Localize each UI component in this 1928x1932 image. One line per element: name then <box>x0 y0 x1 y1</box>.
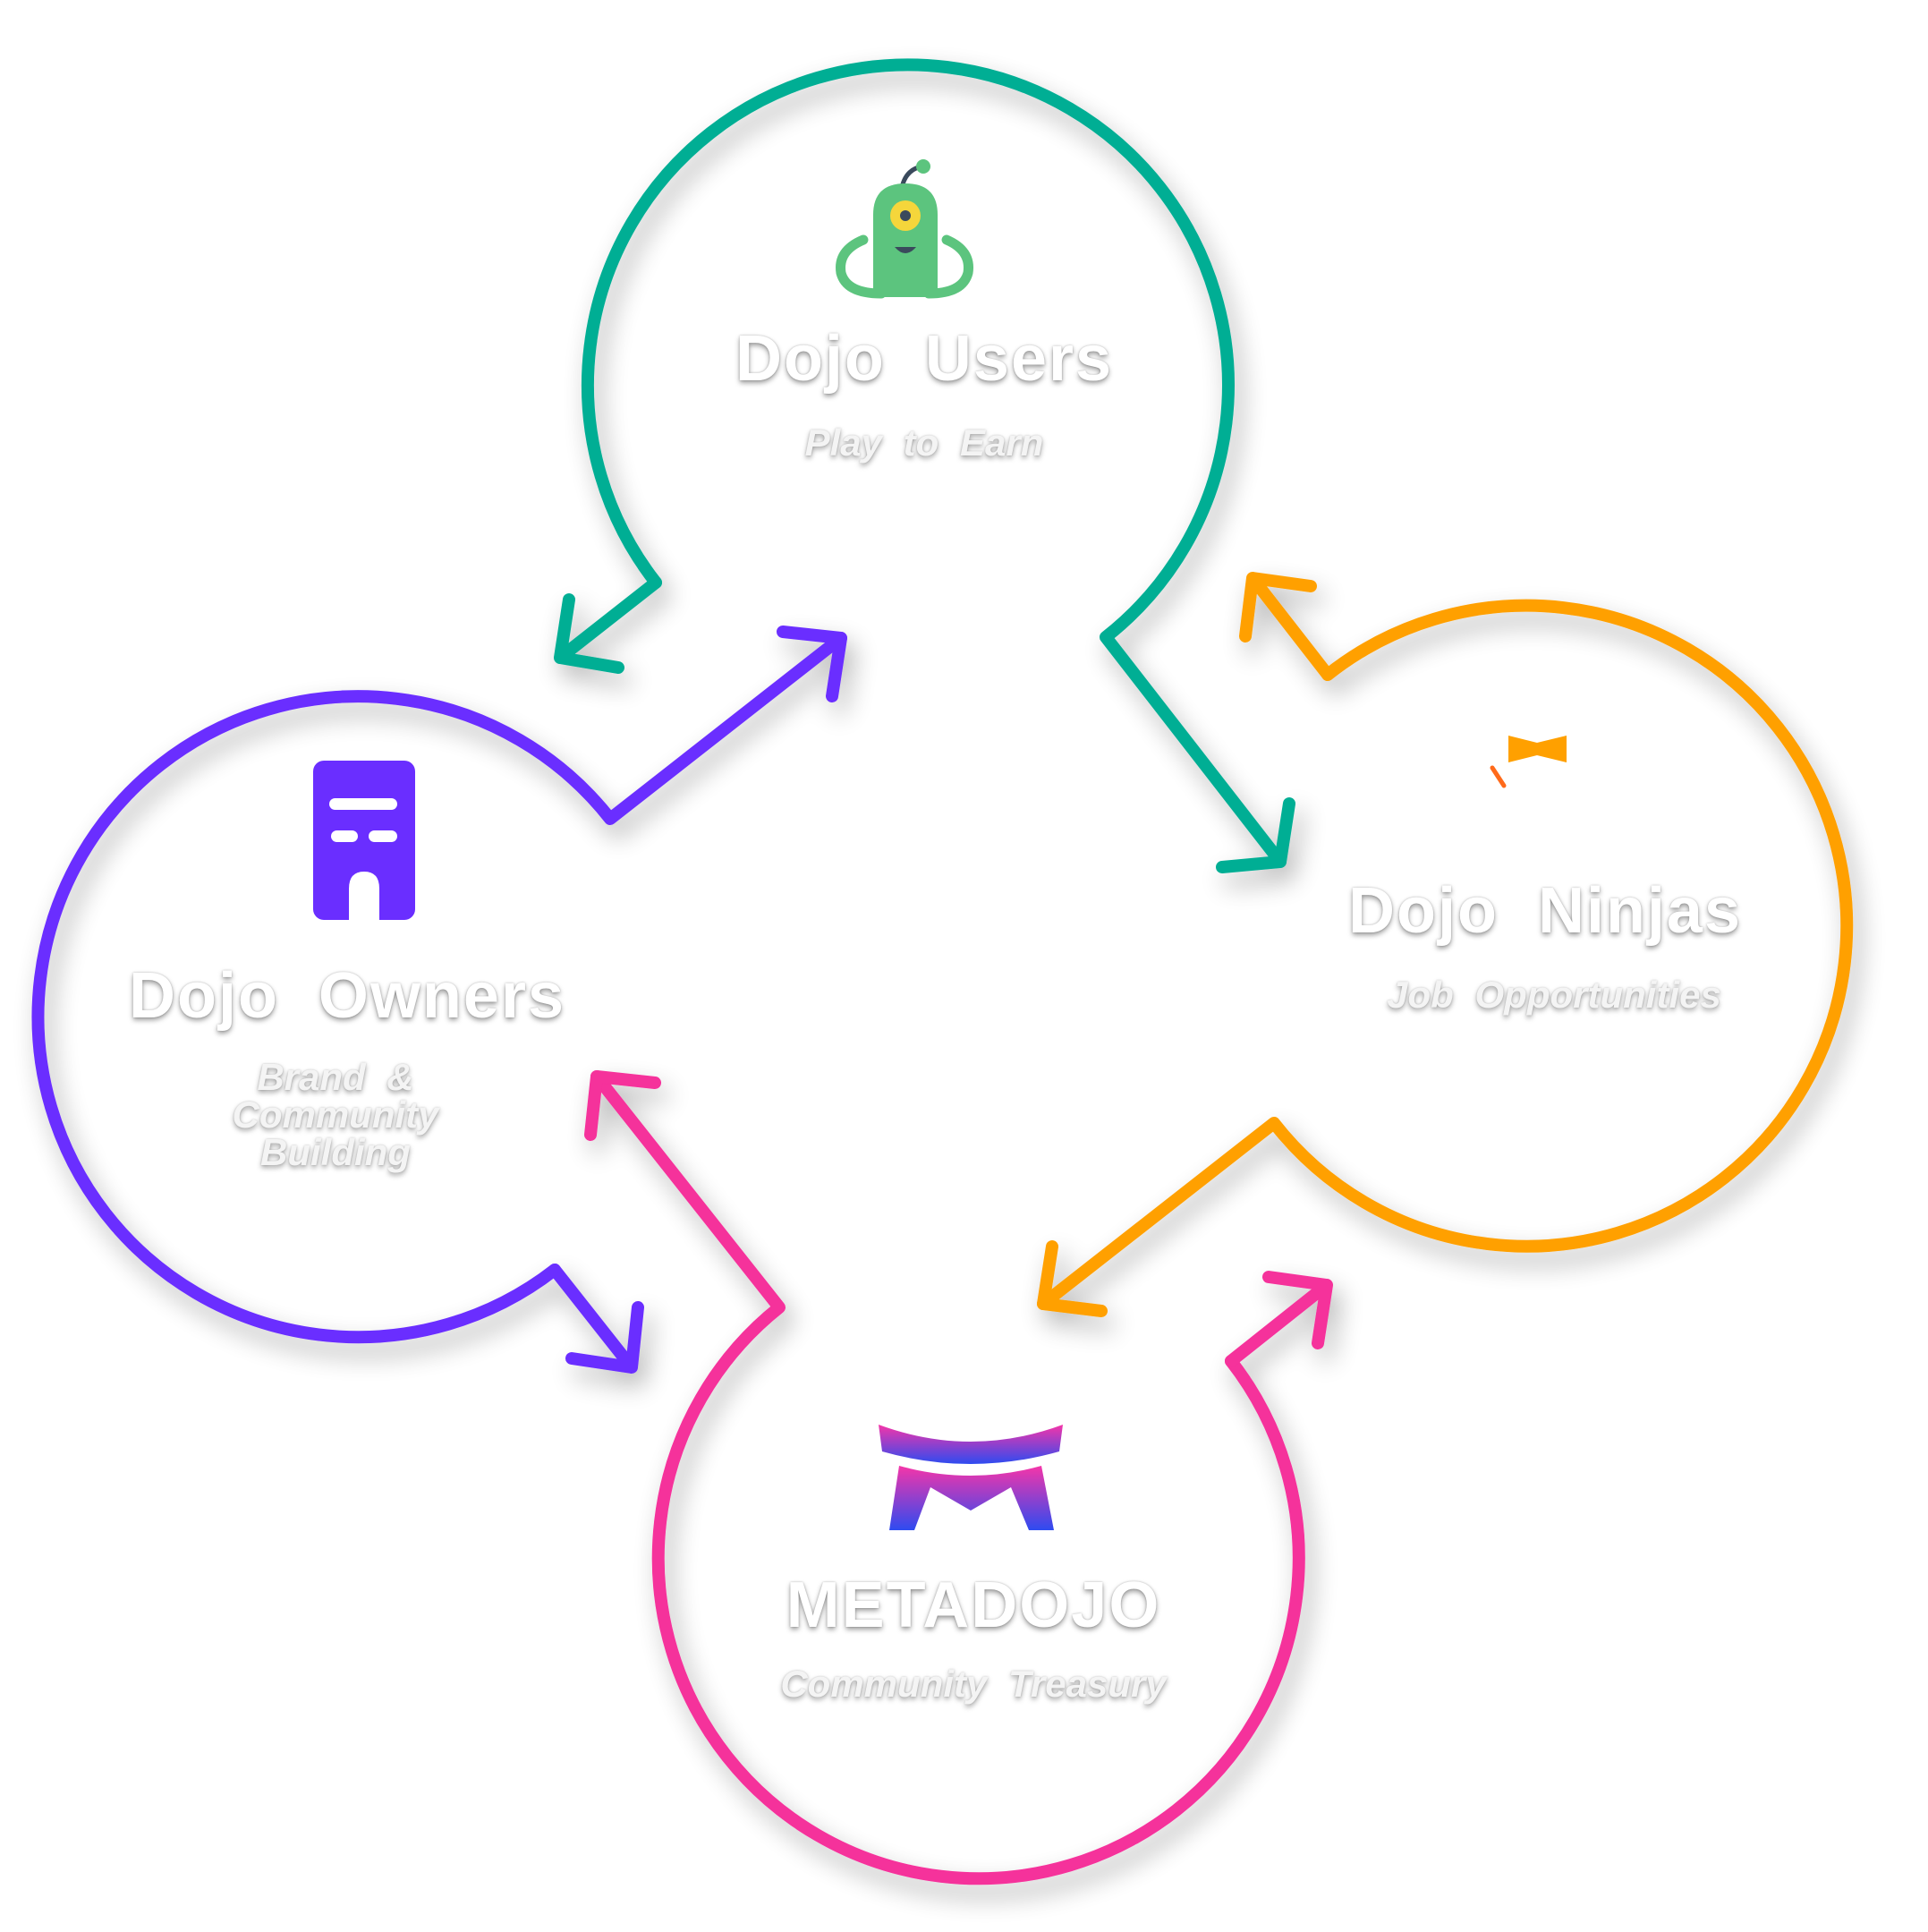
dojo-ninjas-subtitle: Job Opportunities <box>1387 974 1721 1016</box>
dojo-owners-arrow-down <box>548 1264 644 1374</box>
dojo-users-title: Dojo Users <box>735 323 1114 395</box>
metadojo-subtitle: Community Treasury <box>780 1663 1167 1705</box>
node-dojo-users <box>554 58 1295 873</box>
node-dojo-owners <box>31 626 847 1374</box>
dojo-users-outline <box>581 58 1287 868</box>
dojo-ninjas-title: Dojo Ninjas <box>1347 875 1743 947</box>
dojo-ninjas-arrow-down <box>1037 1240 1108 1317</box>
green-robot-icon <box>836 159 973 299</box>
dojo-owners-subtitle: Brand & Community Building <box>232 1056 439 1173</box>
dojo-owners-arrow-up <box>777 626 847 702</box>
metadojo-arrow-up-right <box>1225 1271 1333 1367</box>
node-dojo-ninjas <box>1037 572 1854 1317</box>
ninja-icon <box>1490 736 1567 788</box>
metadojo-arrow-up-left <box>584 1070 661 1141</box>
dojo-ninjas-arrow-up <box>1239 572 1334 681</box>
metadojo-outline <box>590 1070 1305 1885</box>
metadojo-title: METADOJO <box>786 1570 1161 1641</box>
dojo-owners-title: Dojo Owners <box>128 960 566 1032</box>
dojo-users-arrow-right <box>1216 797 1295 873</box>
dojo-owners-outline <box>31 632 847 1344</box>
dojo-gate-icon <box>879 1425 1063 1530</box>
dojo-users-subtitle: Play to Earn <box>804 421 1044 464</box>
node-metadojo <box>584 1070 1333 1885</box>
dojo-users-arrow-left <box>554 576 662 674</box>
building-icon <box>313 761 415 920</box>
dojo-ninjas-outline <box>1037 599 1854 1310</box>
